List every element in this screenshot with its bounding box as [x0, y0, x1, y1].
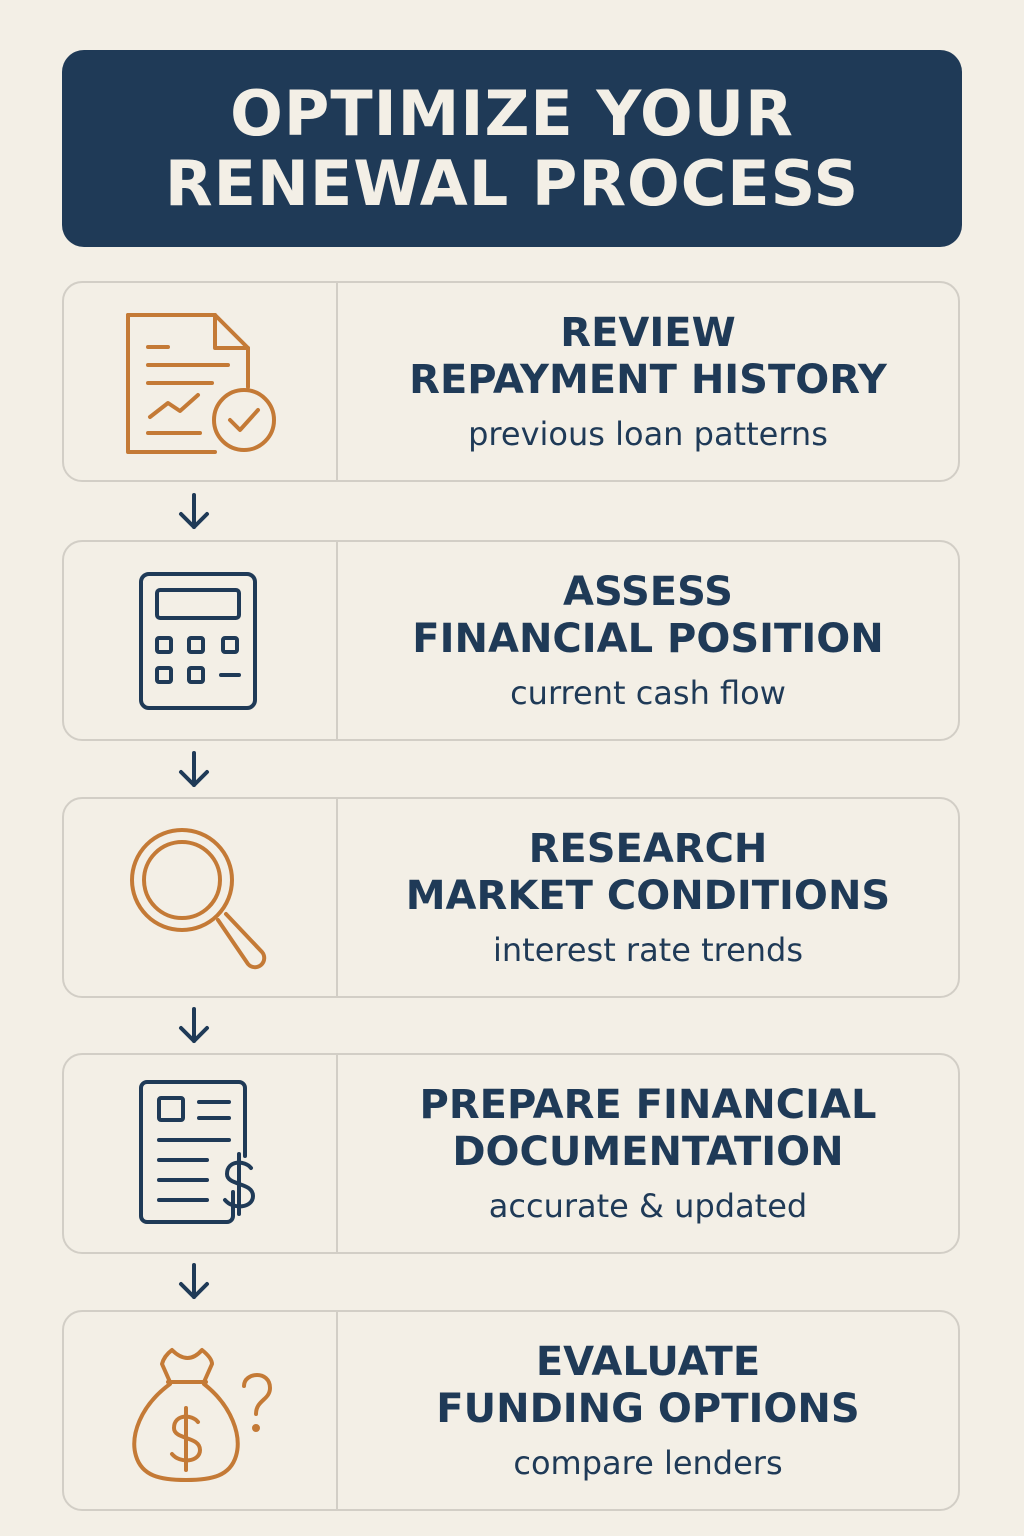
step-card-prepare: PREPARE FINANCIAL DOCUMENTATION accurate… — [62, 1053, 960, 1254]
step-title-line-1: EVALUATE — [535, 1338, 761, 1385]
step-card-assess: ASSESS FINANCIAL POSITION current cash f… — [62, 540, 960, 741]
title-line-2: RENEWAL PROCESS — [164, 146, 860, 220]
step-subtitle: accurate & updated — [488, 1186, 808, 1225]
arrow-down-icon — [179, 1007, 209, 1043]
step-subtitle: interest rate trends — [492, 930, 804, 969]
title-line-1: OPTIMIZE YOUR — [230, 76, 794, 150]
step-title-line-1: ASSESS — [563, 568, 733, 615]
arrow-down-icon — [179, 751, 209, 787]
step-title-line-1: RESEARCH — [528, 825, 768, 872]
step-card-review: REVIEW REPAYMENT HISTORY previous loan p… — [62, 281, 960, 482]
arrow-down-icon — [179, 493, 209, 529]
arrow-down-icon — [179, 1263, 209, 1299]
magnifying-glass-icon — [130, 827, 267, 969]
title-banner: OPTIMIZE YOUR RENEWAL PROCESS — [62, 50, 962, 247]
card-divider — [336, 799, 338, 996]
step-title-line-1: REVIEW — [560, 309, 736, 356]
step-subtitle: current cash flow — [510, 673, 786, 712]
card-divider — [336, 1055, 338, 1252]
money-bag-question-icon — [132, 1347, 272, 1482]
card-divider — [336, 1312, 338, 1509]
step-title-line-1: PREPARE FINANCIAL — [419, 1081, 877, 1128]
card-divider — [336, 283, 338, 480]
calculator-icon — [139, 571, 257, 710]
step-title-line-2: FUNDING OPTIONS — [436, 1385, 860, 1432]
document-chart-check-icon — [126, 312, 276, 454]
step-card-evaluate: EVALUATE FUNDING OPTIONS compare lenders — [62, 1310, 960, 1511]
document-dollar-icon — [139, 1079, 255, 1224]
step-title-line-2: FINANCIAL POSITION — [412, 615, 884, 662]
step-title-line-2: DOCUMENTATION — [452, 1128, 844, 1175]
step-title-line-2: REPAYMENT HISTORY — [409, 356, 887, 403]
step-card-research: RESEARCH MARKET CONDITIONS interest rate… — [62, 797, 960, 998]
card-divider — [336, 542, 338, 739]
step-title-line-2: MARKET CONDITIONS — [405, 872, 891, 919]
step-subtitle: previous loan patterns — [468, 414, 828, 453]
step-subtitle: compare lenders — [513, 1443, 783, 1482]
